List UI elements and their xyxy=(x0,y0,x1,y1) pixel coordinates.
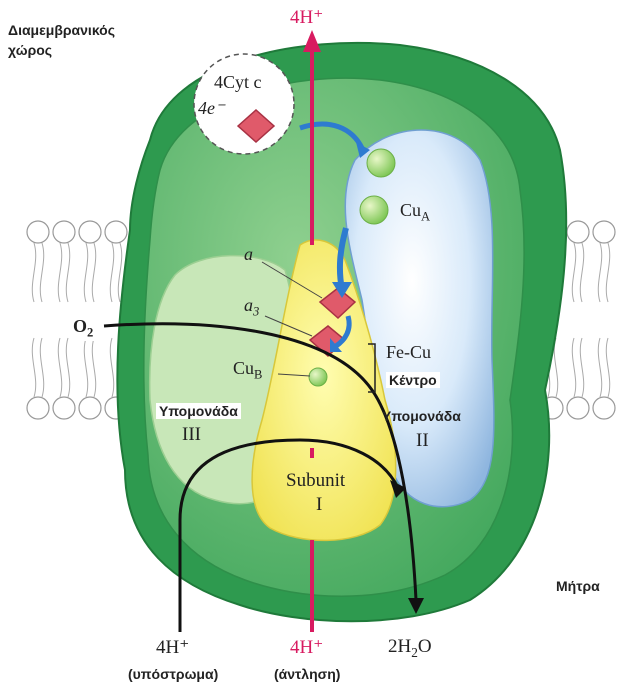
lipid-tail xyxy=(66,338,69,397)
cua-ball-2 xyxy=(360,196,388,224)
water-label: 2H2O xyxy=(388,636,432,661)
cua-label: CuA xyxy=(400,200,430,225)
subunit-i-number: I xyxy=(316,494,322,516)
lipid-tail xyxy=(110,243,113,302)
subunit-iii-word: Υπομονάδα xyxy=(156,403,241,419)
lipid-tail xyxy=(40,243,43,302)
heme-a-label: a xyxy=(244,244,253,265)
cua-ball-1 xyxy=(367,149,395,177)
top-protons-label: 4H⁺ xyxy=(290,6,323,29)
lipid-head xyxy=(27,221,49,243)
lipid-head xyxy=(53,397,75,419)
lipid-tail xyxy=(84,338,87,397)
lipid-tail xyxy=(66,243,69,302)
lipid-head xyxy=(567,397,589,419)
lipid-head xyxy=(79,221,101,243)
lipid-tail xyxy=(92,338,95,397)
lipid-tail xyxy=(40,338,43,397)
electrons-label: 4e⁻ xyxy=(198,98,225,119)
lipid-tail xyxy=(32,243,35,302)
lipid-head xyxy=(567,221,589,243)
lipid-tail xyxy=(606,243,609,302)
cub-label: CuB xyxy=(233,358,262,383)
intermembrane-space-label-line1: Διαμεμβρανικός xyxy=(8,22,115,38)
proton-pump-arrowhead xyxy=(303,30,321,52)
lipid-head xyxy=(105,221,127,243)
lipid-head xyxy=(53,221,75,243)
substrate-caption: (υπόστρωμα) xyxy=(128,666,218,682)
matrix-label: Μήτρα xyxy=(556,578,600,594)
pumped-protons-label: 4H⁺ xyxy=(290,636,323,659)
center-label: Κέντρο xyxy=(386,372,440,388)
subunit-ii-number: II xyxy=(416,430,429,452)
lipid-head xyxy=(593,397,615,419)
lipid-tail xyxy=(598,243,601,302)
heme-a3-label: a3 xyxy=(244,295,259,320)
lipid-tail xyxy=(110,338,113,397)
subunit-ii-word: Υπομονάδα xyxy=(382,408,461,424)
lipid-tail xyxy=(554,338,557,397)
intermembrane-space-label-line2: χώρος xyxy=(8,42,52,58)
lipid-tail xyxy=(58,338,61,397)
lipid-tail xyxy=(580,243,583,302)
lipid-tail xyxy=(32,338,35,397)
pumped-caption: (άντληση) xyxy=(274,666,340,682)
cytc-label: 4Cyt c xyxy=(214,72,262,93)
lipid-tail xyxy=(598,338,601,397)
fecu-label: Fe-Cu xyxy=(386,342,431,363)
oxygen-label: O2 xyxy=(70,316,96,341)
lipid-tail xyxy=(572,243,575,302)
subunit-iii-number: III xyxy=(182,424,201,446)
substrate-protons-label: 4H⁺ xyxy=(156,636,189,659)
lipid-tail xyxy=(606,338,609,397)
lipid-head xyxy=(27,397,49,419)
lipid-head xyxy=(79,397,101,419)
lipid-tail xyxy=(572,338,575,397)
lipid-tail xyxy=(580,338,583,397)
lipid-tail xyxy=(58,243,61,302)
lipid-head xyxy=(593,221,615,243)
lipid-tail xyxy=(84,243,87,302)
cub-ball xyxy=(309,368,327,386)
lipid-tail xyxy=(92,243,95,302)
subunit-i-word: Subunit xyxy=(286,470,345,492)
